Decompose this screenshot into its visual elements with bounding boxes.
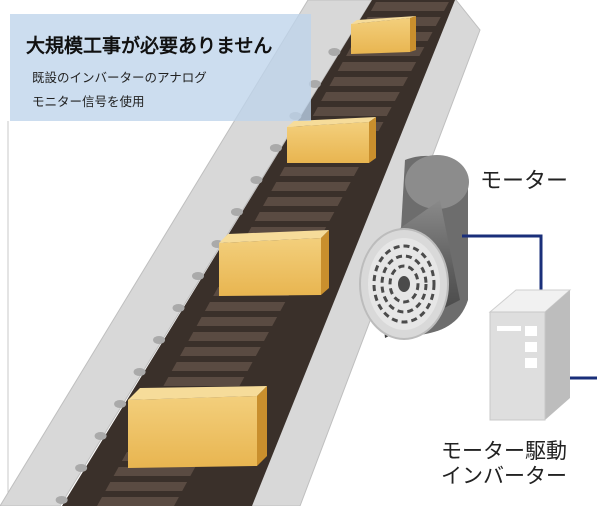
- roller: [269, 144, 282, 152]
- conveyor-frame: [0, 0, 373, 506]
- info-line-1: 既設のインバーターのアナログ: [32, 70, 207, 85]
- belt-slat: [365, 2, 450, 11]
- roller: [250, 176, 263, 184]
- roller: [133, 368, 146, 376]
- roller: [114, 400, 127, 408]
- inverter-cabinet-icon: [488, 289, 572, 421]
- roller: [328, 48, 341, 56]
- motor-fan-icon: [359, 155, 469, 340]
- info-callout: 大規模工事が必要ありません 既設のインバーターのアナログ モニター信号を使用: [10, 14, 311, 121]
- belt-slat: [310, 92, 418, 101]
- roller: [55, 496, 68, 504]
- cardboard-box: [128, 386, 267, 468]
- inverter-label: モーター駆動 インバーター: [441, 439, 567, 489]
- cardboard-box: [287, 117, 376, 163]
- cardboard-box: [219, 230, 329, 296]
- roller: [308, 80, 321, 88]
- roller: [172, 304, 185, 312]
- info-line-2: モニター信号を使用: [32, 94, 145, 109]
- motor-label: モーター: [480, 169, 569, 194]
- inverter-label-line-2: インバーター: [441, 464, 567, 488]
- cardboard-box: [351, 16, 416, 54]
- signal-wire: [462, 234, 543, 292]
- info-title: 大規模工事が必要ありません: [26, 35, 273, 57]
- roller: [192, 272, 204, 280]
- belt-slat: [300, 107, 412, 116]
- inverter-label-line-1: モーター駆動: [441, 439, 567, 463]
- roller: [75, 464, 88, 472]
- belt-slat: [319, 77, 424, 86]
- roller: [230, 208, 243, 216]
- roller: [94, 432, 107, 440]
- roller: [153, 336, 166, 344]
- belt-slat: [328, 62, 430, 71]
